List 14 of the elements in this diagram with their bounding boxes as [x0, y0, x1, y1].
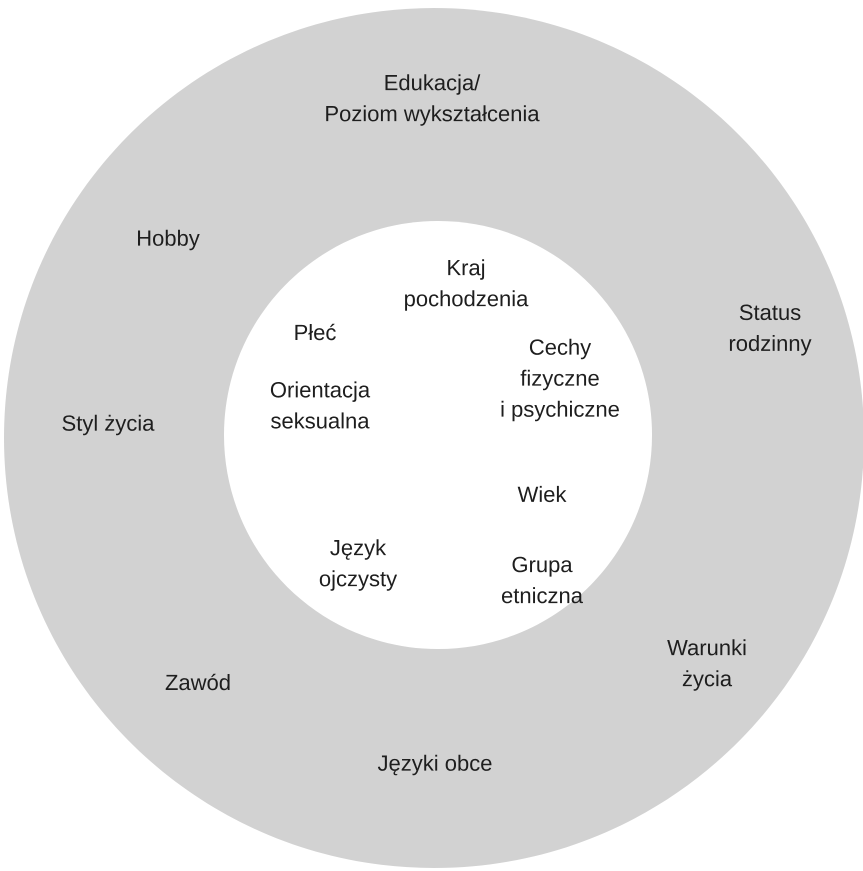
label: Kraj pochodzenia: [405, 259, 528, 311]
label: Edukacja/ Poziom wykształcenia: [326, 74, 540, 126]
label: Styl życia: [62, 414, 154, 436]
label: Zawód: [166, 674, 230, 690]
label: Cechy fizyczne i psychiczne: [502, 338, 619, 422]
label: Warunki życia: [667, 639, 746, 691]
label: Wiek: [518, 486, 566, 502]
label: Języki obce: [378, 754, 492, 776]
label: Grupa etniczna: [502, 556, 583, 604]
label: Status rodzinny: [730, 304, 812, 356]
label: Płeć: [295, 324, 336, 340]
label: Orientacja seksualna: [270, 381, 370, 429]
label: Język ojczysty: [320, 539, 398, 591]
label: Hobby: [138, 230, 200, 250]
